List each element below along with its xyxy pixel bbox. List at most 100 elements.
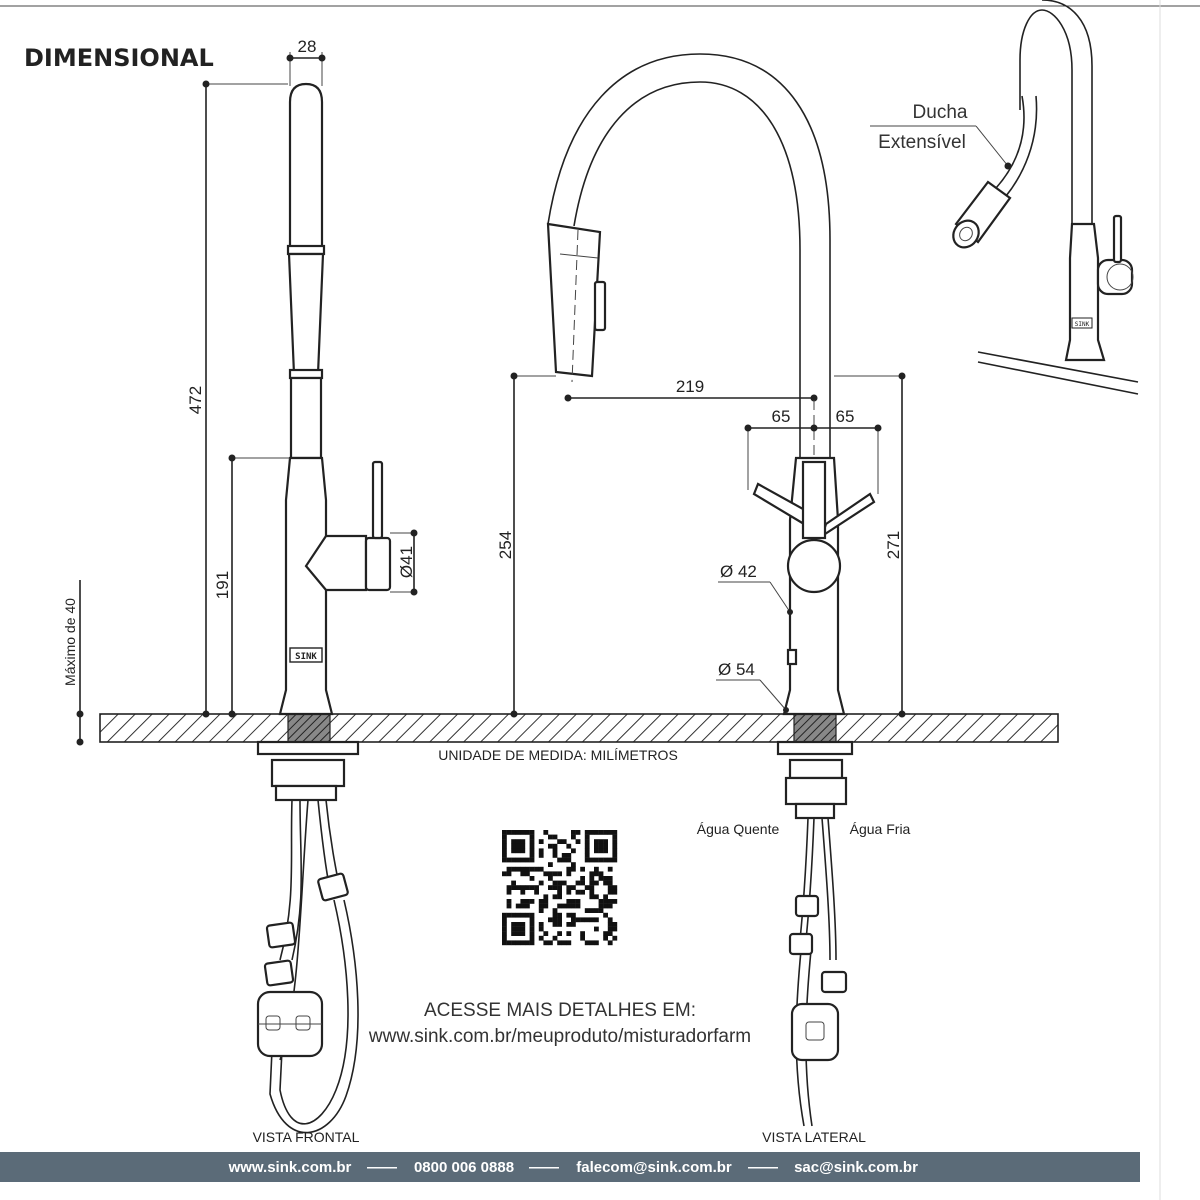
qr-module	[589, 830, 595, 835]
qr-module	[520, 889, 526, 895]
qr-module	[520, 866, 526, 872]
qr-module	[552, 885, 558, 890]
qr-module	[506, 885, 512, 890]
qr-module	[552, 917, 558, 923]
qr-module	[515, 926, 521, 932]
qr-module	[529, 830, 535, 835]
qr-module	[598, 903, 604, 909]
qr-module	[584, 843, 590, 849]
qr-module	[594, 857, 599, 863]
footer-email-sac[interactable]: sac@sink.com.br	[794, 1159, 918, 1176]
qr-module	[589, 857, 595, 863]
qr-module	[612, 830, 618, 835]
qr-module	[584, 885, 590, 890]
qr-module	[580, 876, 585, 881]
footer-email-contact[interactable]: falecom@sink.com.br	[576, 1159, 732, 1176]
qr-module	[543, 894, 549, 900]
qr-module	[529, 834, 535, 840]
qr-module	[543, 903, 549, 909]
qr-module	[511, 912, 516, 918]
qr-module	[603, 857, 608, 863]
qr-module	[594, 880, 599, 886]
qr-module	[557, 871, 562, 877]
qr-module	[506, 830, 512, 835]
qr-module	[538, 839, 544, 844]
qr-module	[571, 862, 576, 867]
qr-module	[511, 931, 516, 936]
qr-module	[594, 830, 599, 835]
qr-module	[612, 889, 618, 895]
qr-module	[566, 853, 572, 858]
qr-module	[566, 889, 572, 895]
qr-module	[566, 903, 572, 909]
details-url[interactable]: www.sink.com.br/meuproduto/misturadorfar…	[368, 1026, 751, 1047]
qr-module	[529, 912, 535, 918]
qr-module	[598, 843, 604, 849]
inset-brand-mark: SINK	[1075, 321, 1090, 328]
qr-module	[607, 857, 613, 863]
qr-module	[598, 899, 604, 904]
qr-module	[603, 894, 608, 900]
qr-module	[594, 940, 599, 946]
page-title: DIMENSIONAL	[24, 44, 214, 72]
qr-module	[612, 885, 618, 890]
qr-module	[538, 935, 544, 941]
qr-module	[511, 922, 516, 927]
footer-phone[interactable]: 0800 006 0888	[414, 1159, 514, 1176]
qr-module	[566, 857, 572, 863]
footer-separator-2: ——	[529, 1159, 559, 1176]
side-view-dimensions: 254 219 65 65 271 Ø 42 Ø 54	[496, 372, 906, 718]
qr-module	[552, 843, 558, 849]
qr-module	[612, 853, 618, 858]
dim-lever-left: 65	[772, 407, 791, 426]
qr-module	[515, 940, 521, 946]
qr-module	[529, 917, 535, 923]
qr-module	[612, 857, 618, 863]
qr-module	[589, 880, 595, 886]
qr-module	[552, 922, 558, 927]
qr-module	[525, 871, 530, 877]
qr-module	[584, 834, 590, 840]
qr-module	[594, 926, 599, 932]
qr-module	[552, 894, 558, 900]
qr-module	[594, 871, 599, 877]
qr-module	[538, 903, 544, 909]
qr-module	[502, 843, 507, 849]
footer-website[interactable]: www.sink.com.br	[228, 1159, 352, 1176]
qr-module	[603, 848, 608, 854]
qr-code[interactable]	[502, 830, 618, 946]
qr-module	[506, 866, 512, 872]
qr-module	[543, 830, 549, 835]
qr-module	[529, 843, 535, 849]
qr-module	[538, 908, 544, 913]
qr-module	[552, 871, 558, 877]
qr-module	[571, 912, 576, 918]
qr-module	[598, 848, 604, 854]
qr-module	[557, 839, 562, 844]
qr-module	[571, 866, 576, 872]
qr-module	[511, 830, 516, 835]
shower-label-line2: Extensível	[878, 132, 966, 153]
qr-module	[552, 880, 558, 886]
front-view-faucet: SINK	[256, 82, 392, 1134]
qr-module	[561, 880, 567, 886]
footer-bar: www.sink.com.br —— 0800 006 0888 —— fale…	[0, 1152, 1140, 1182]
hot-water-label: Água Quente	[697, 821, 780, 837]
shower-inset: SINK Ducha Extensível	[870, 0, 1139, 395]
qr-module	[502, 871, 507, 877]
qr-module	[589, 917, 595, 923]
qr-module	[525, 912, 530, 918]
qr-module	[543, 899, 549, 904]
qr-module	[589, 940, 595, 946]
qr-module	[520, 899, 526, 904]
qr-module	[612, 922, 618, 927]
qr-module	[580, 935, 585, 941]
qr-module	[566, 843, 572, 849]
qr-module	[515, 912, 521, 918]
qr-module	[603, 876, 608, 881]
qr-module	[607, 880, 613, 886]
qr-module	[571, 848, 576, 854]
qr-module	[607, 889, 613, 895]
qr-module	[515, 839, 521, 844]
qr-module	[548, 871, 553, 877]
